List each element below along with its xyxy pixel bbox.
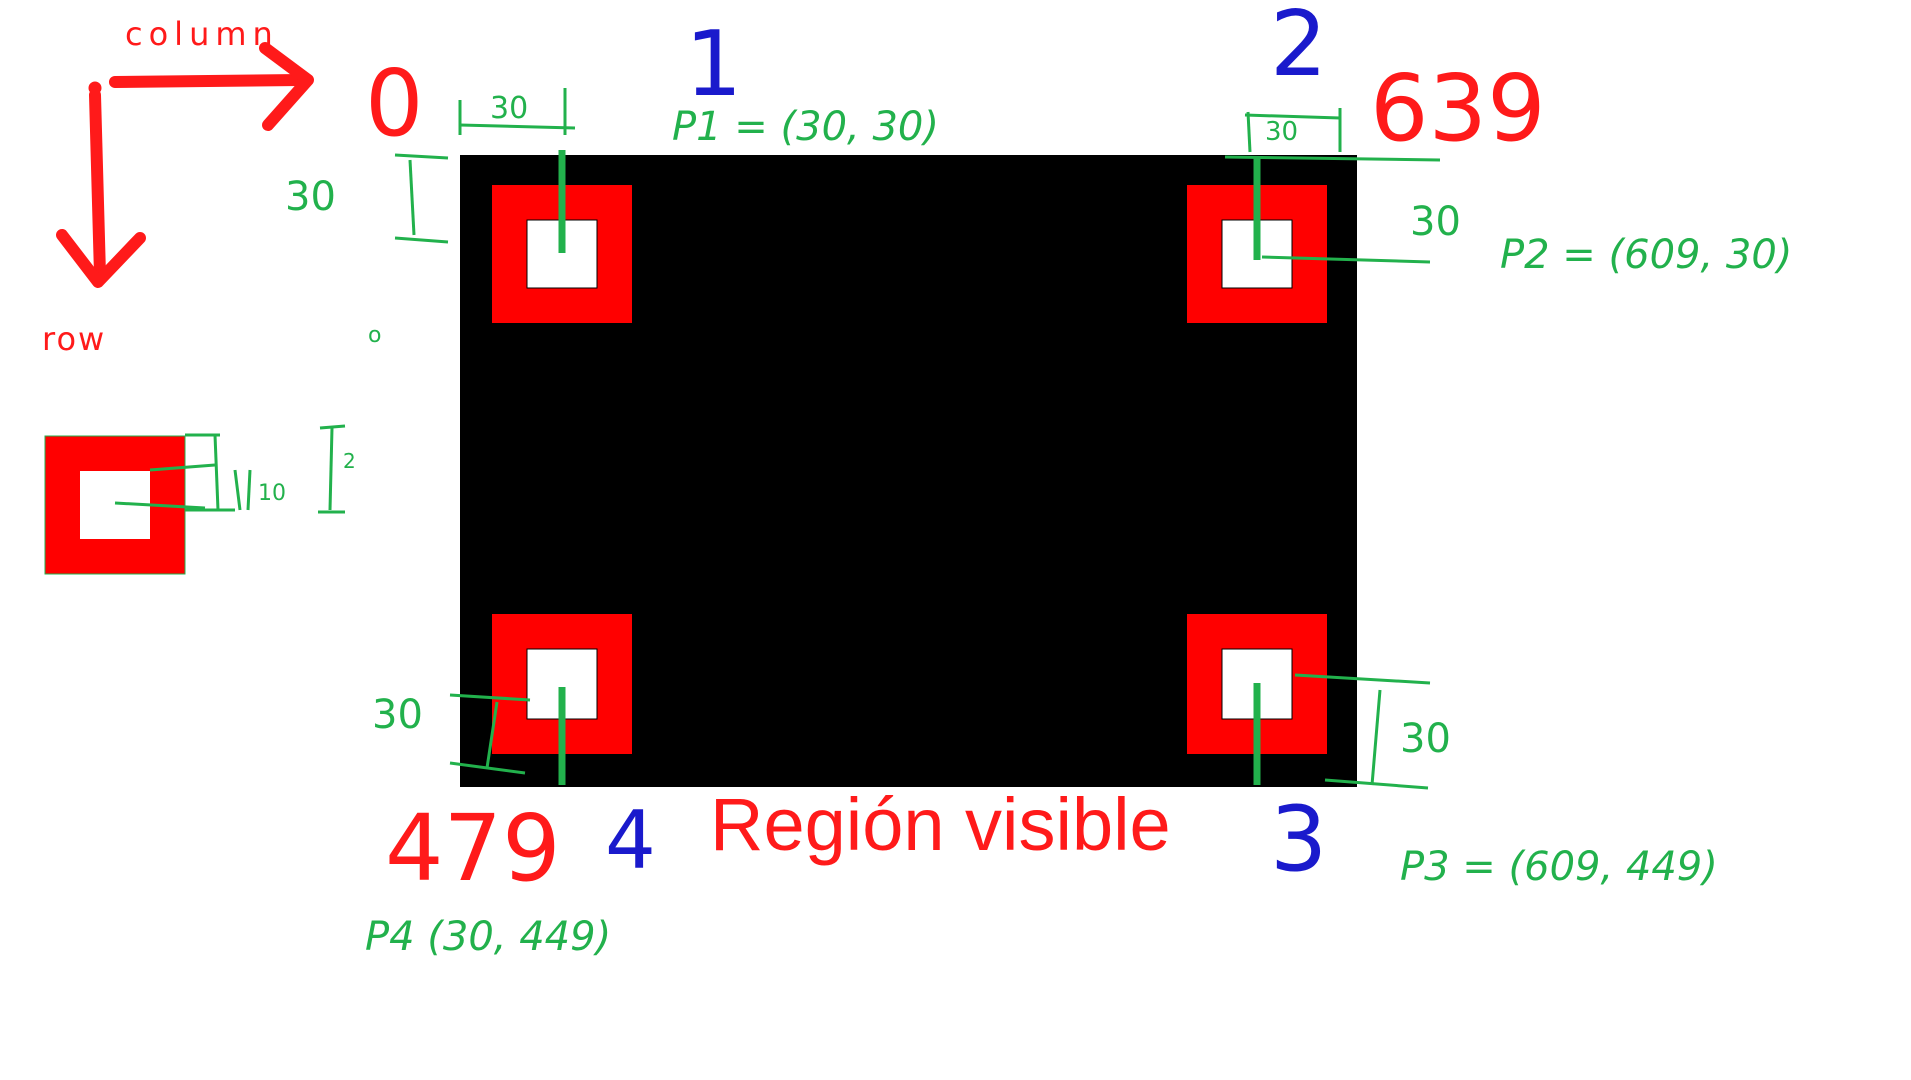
dim-bl-vertical: 30: [372, 692, 423, 738]
green-measure-lines: [114, 88, 1441, 790]
axes-arrows: [56, 42, 314, 288]
point-p4: P4 (30, 449): [365, 914, 611, 960]
marker-number-1: 1: [685, 12, 742, 117]
row-axis-label: row: [42, 320, 106, 358]
row-arrowhead: [56, 229, 146, 288]
corner-value-top-right: 639: [1370, 55, 1546, 162]
corner-value-bottom-left: 479: [385, 795, 561, 902]
column-axis-label: column: [125, 15, 279, 53]
point-p2: P2 = (609, 30): [1500, 232, 1792, 278]
corner-value-top-left: 0: [365, 50, 424, 157]
point-p3: P3 = (609, 449): [1400, 844, 1718, 890]
dim-tr-horizontal: 30: [1265, 117, 1298, 147]
dim-tl-horizontal: 30: [490, 91, 528, 126]
row-arrow: [89, 89, 106, 281]
dim-legend-outer: 2: [343, 449, 356, 473]
marker-number-2: 2: [1270, 0, 1327, 97]
column-arrowhead: [259, 42, 314, 131]
point-p1: P1 = (30, 30): [672, 104, 939, 150]
dim-tl-vertical: 30: [285, 174, 336, 220]
column-arrow: [109, 74, 306, 88]
dim-legend-inner: 10: [258, 481, 286, 506]
region-label: Región visible: [710, 783, 1171, 866]
dim-tr-vertical: 30: [1410, 199, 1461, 245]
marker-number-4: 4: [605, 794, 656, 887]
marker-number-3: 3: [1270, 787, 1327, 892]
stray-mark: o: [368, 323, 381, 348]
dim-br-vertical: 30: [1400, 716, 1451, 762]
